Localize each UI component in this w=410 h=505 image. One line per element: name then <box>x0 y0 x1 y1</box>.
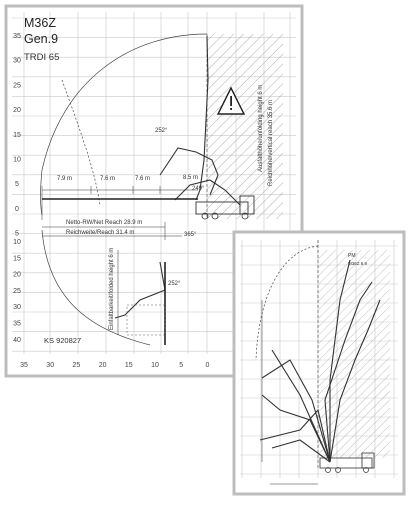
y-tick-lower-label: 40 <box>13 337 21 344</box>
slew-angle-label: 365° <box>184 232 197 238</box>
y-tick-lower-label: 35 <box>13 321 21 328</box>
y-tick-upper-label: 35 <box>13 33 21 40</box>
angle-label-mid: 249° <box>192 186 205 192</box>
boom-lower-arm <box>114 261 166 319</box>
main-hatched-area <box>207 34 283 219</box>
y-tick-lower-label: 30 <box>13 304 21 311</box>
inset-truck <box>319 452 375 473</box>
angle-label-top: 252° <box>155 128 168 134</box>
y-tick-upper-label: 25 <box>13 82 21 89</box>
model-title: M36Z <box>24 16 56 30</box>
y-tick-upper-label: 5 <box>15 231 19 238</box>
y-axis-lower: 10 15 20 25 30 35 40 <box>13 239 21 344</box>
x-axis: 35 30 25 20 15 10 5 0 <box>20 362 209 369</box>
unfolding-height-label: Ausfalthöhe/unfolding height 6 m <box>258 85 264 172</box>
inset-hatched-area <box>318 250 390 458</box>
y-axis-upper: 35 30 25 20 15 10 5 0 5 <box>13 33 21 238</box>
lower-reach-arc <box>41 229 151 346</box>
section-length-3: 7.6 m <box>135 176 150 182</box>
y-tick-lower-label: 25 <box>13 288 21 295</box>
warning-triangle-icon <box>216 86 246 115</box>
x-tick-label: 35 <box>20 362 28 369</box>
y-tick-upper-label: 0 <box>15 206 19 213</box>
x-tick-label: 25 <box>73 362 81 369</box>
section-length-4: 8.5 m <box>183 175 198 181</box>
y-tick-lower-label: 20 <box>13 272 21 279</box>
section-length-1: 7.9 m <box>57 176 72 182</box>
y-tick-lower-label: 10 <box>13 239 21 246</box>
net-reach-label: Netto-RW/Net Reach 28.9 m <box>66 220 142 226</box>
y-tick-upper-label: 15 <box>13 132 21 139</box>
vertical-reach-label: Reichhöhe/vertical reach 35.6 m <box>268 100 274 186</box>
y-tick-upper-label: 20 <box>13 107 21 114</box>
x-tick-label: 10 <box>151 362 159 369</box>
main-truck <box>195 195 255 220</box>
y-tick-lower-label: 15 <box>13 255 21 262</box>
x-tick-label: 20 <box>99 362 107 369</box>
outer-reach-arc <box>40 33 208 216</box>
x-tick-label: 15 <box>125 362 133 369</box>
y-tick-upper-label: 5 <box>15 181 19 188</box>
inner-reach-arc <box>61 79 101 206</box>
folded-height-label: Einfaltbarkeit/folded height 6 m <box>109 248 115 330</box>
section-length-2: 7.6 m <box>100 176 115 182</box>
inset-header-line-1: PM <box>348 253 356 259</box>
inset-boom-positions <box>259 259 381 463</box>
serial-number: KS 920827 <box>44 336 81 345</box>
x-tick-label: 5 <box>179 362 183 369</box>
generation-title: Gen.9 <box>24 32 58 46</box>
y-tick-upper-label: 10 <box>13 157 21 164</box>
total-reach-label: Reichweite/Reach 31.4 m <box>66 230 134 236</box>
x-tick-label: 0 <box>205 362 209 369</box>
inset-header-line-2: M36Z 6.9 <box>348 261 368 266</box>
boom-vertical-section <box>195 35 209 201</box>
inset-diagram: PM M36Z 6.9 <box>232 230 406 496</box>
variant-title: TRDI 65 <box>24 52 59 63</box>
x-tick-label: 30 <box>46 362 54 369</box>
y-tick-upper-label: 30 <box>13 58 21 65</box>
boom-folded-sections <box>159 147 219 196</box>
angle-label-low: 252° <box>168 281 181 287</box>
